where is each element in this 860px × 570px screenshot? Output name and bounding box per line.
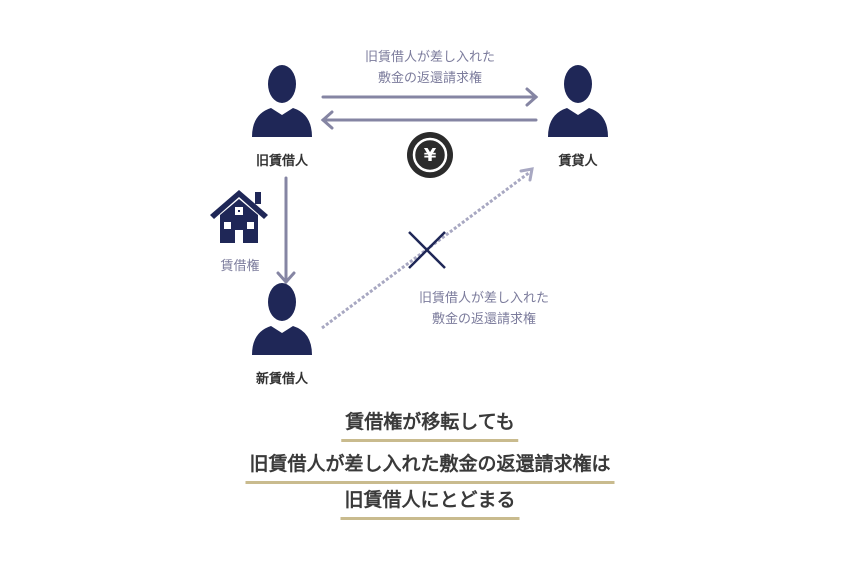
cross-arrow-label: 旧賃借人が差し入れた 敷金の返還請求権 xyxy=(419,288,549,330)
cross-mark-icon xyxy=(408,231,446,269)
cross-arrow-label-line1: 旧賃借人が差し入れた xyxy=(418,291,550,306)
old-lessee-person-icon xyxy=(252,65,312,137)
conclusion-line3: 旧賃借人にとどまる xyxy=(340,485,520,520)
conclusion-line2: 旧賃借人が差し入れた敷金の返還請求権は xyxy=(245,449,615,484)
lessor-label: 賃貸人 xyxy=(558,154,598,169)
old-lessee-label: 旧賃借人 xyxy=(255,154,309,169)
new-lessee-label: 新賃借人 xyxy=(255,372,309,387)
lessor-person-icon xyxy=(548,65,608,137)
arrow-right-to-lessor xyxy=(321,87,539,107)
cross-arrow-label-line2: 敷金の返還請求権 xyxy=(431,312,537,327)
new-lessee-person-icon xyxy=(252,283,312,355)
conclusion-line1: 賃借権が移転しても xyxy=(341,407,519,442)
arrow-down-lease-transfer xyxy=(276,176,296,285)
yen-symbol: ¥ xyxy=(423,145,437,166)
top-arrow-label-line2: 敷金の返還請求権 xyxy=(377,71,483,86)
lease-right-label: 賃借権 xyxy=(220,259,260,274)
top-arrow-label-line1: 旧賃借人が差し入れた xyxy=(364,50,496,65)
arrow-left-to-old-lessee xyxy=(320,110,538,130)
house-icon xyxy=(210,190,268,243)
top-arrow-label: 旧賃借人が差し入れた 敷金の返還請求権 xyxy=(365,47,495,89)
yen-coin-icon xyxy=(407,132,453,178)
